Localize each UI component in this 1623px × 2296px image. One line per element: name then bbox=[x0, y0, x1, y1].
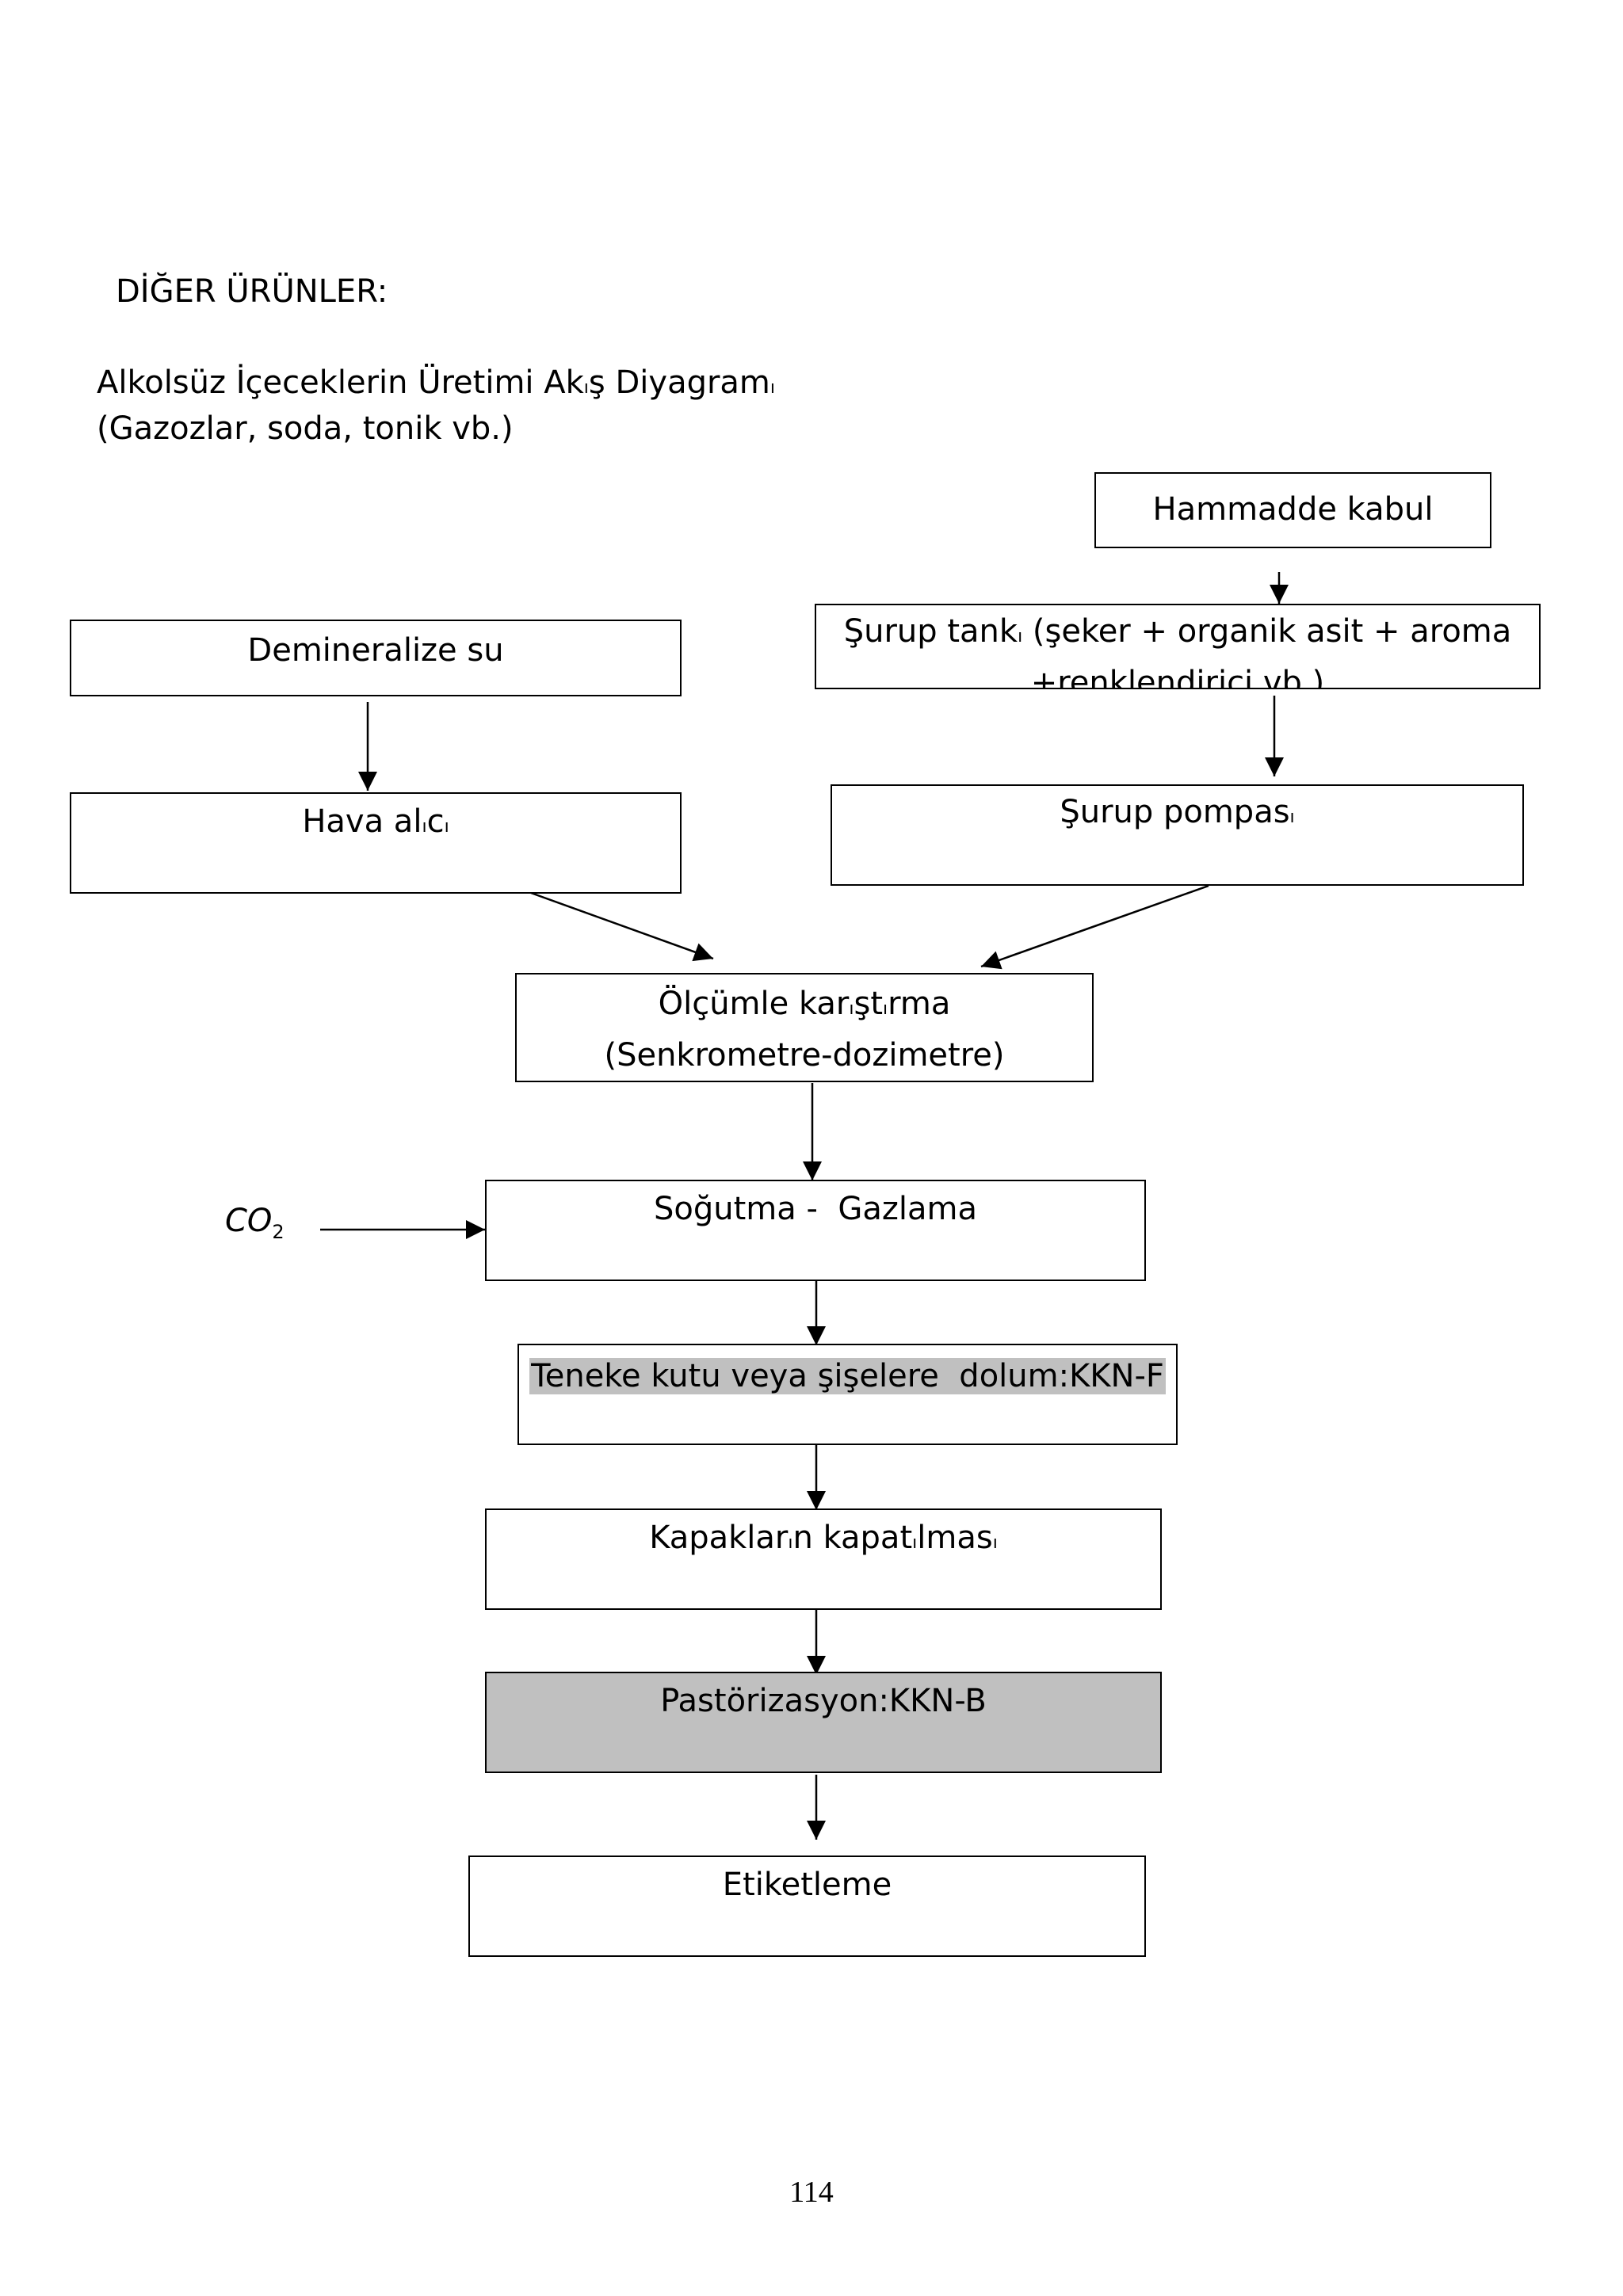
node-hava-alici: Hava alıcı bbox=[70, 792, 682, 894]
node-label-part: Şurup pompas bbox=[1060, 794, 1290, 830]
node-dolum: Teneke kutu veya şişelere dolum:KKN-F bbox=[517, 1344, 1178, 1445]
node-label-line2: +renklendirici vb.) bbox=[1030, 665, 1325, 689]
arrow-pompa-to-olcumle bbox=[980, 884, 1209, 970]
diagram-title: Alkolsüz İçeceklerin Üretimi Akış Diyagr… bbox=[97, 360, 775, 405]
arrow-hava-to-olcumle bbox=[530, 891, 714, 962]
node-label-part: Kapaklar bbox=[649, 1520, 789, 1556]
diagram-title-small-glyph: ı bbox=[583, 378, 589, 398]
node-label-part: lmas bbox=[917, 1520, 993, 1556]
node-label-small-glyph: ı bbox=[849, 999, 854, 1019]
node-label-highlight: Teneke kutu veya şişelere dolum:KKN-F bbox=[529, 1358, 1166, 1394]
co2-base: CO bbox=[225, 1203, 273, 1239]
node-label: Etiketleme bbox=[722, 1867, 892, 1903]
node-label-part: Şurup tank bbox=[843, 613, 1018, 650]
node-label-small-glyph: ı bbox=[992, 1533, 998, 1553]
node-label-small-glyph: ı bbox=[1018, 627, 1023, 646]
node-label-small-glyph: ı bbox=[912, 1533, 918, 1553]
node-label-part: şt bbox=[854, 986, 884, 1022]
node-label-small-glyph: ı bbox=[788, 1533, 793, 1553]
diagram-subtitle: (Gazozlar, soda, tonik vb.) bbox=[97, 410, 514, 447]
page-number: 114 bbox=[789, 2176, 834, 2209]
node-label-part: n kapat bbox=[792, 1520, 913, 1556]
node-pastorizasyon: Pastörizasyon:KKN-B bbox=[485, 1672, 1162, 1773]
node-label-part: Hava al bbox=[302, 803, 422, 840]
node-label: Hava alıcı bbox=[71, 799, 680, 850]
node-label: Teneke kutu veya şişelere dolum:KKN-F bbox=[519, 1353, 1176, 1399]
node-label: Demineralize su bbox=[247, 632, 504, 669]
node-label: Soğutma - Gazlama bbox=[654, 1191, 977, 1227]
node-label-line2: (Senkrometre-dozimetre) bbox=[604, 1037, 1005, 1074]
node-label-part: c bbox=[426, 803, 445, 840]
node-label-part: (şeker + organik asit + aroma bbox=[1022, 613, 1512, 650]
node-label-small-glyph: ı bbox=[444, 817, 449, 837]
node-demineralize-su: Demineralize su bbox=[70, 620, 682, 696]
diagram-title-small-glyph: ı bbox=[769, 378, 776, 398]
node-label: Pastörizasyon:KKN-B bbox=[660, 1683, 987, 1719]
node-label-part: rma bbox=[888, 986, 951, 1022]
section-title: DİĞER ÜRÜNLER: bbox=[116, 273, 388, 310]
node-label: Ölçümle karıştırma bbox=[517, 981, 1092, 1032]
node-olcumle-karistirma: Ölçümle karıştırma (Senkrometre-dozimetr… bbox=[515, 973, 1094, 1082]
node-label: Şurup pompası bbox=[832, 789, 1522, 841]
node-label-small-glyph: ı bbox=[422, 817, 427, 837]
node-etiketleme: Etiketleme bbox=[468, 1855, 1146, 1957]
node-label: Hammadde kabul bbox=[1152, 491, 1434, 528]
diagram-title-part: ş Diyagram bbox=[588, 364, 770, 401]
node-sogutma-gazlama: Soğutma - Gazlama bbox=[485, 1180, 1146, 1281]
node-hammadde-kabul: Hammadde kabul bbox=[1094, 472, 1491, 548]
node-label: Şurup tankı (şeker + organik asit + arom… bbox=[816, 608, 1539, 660]
co2-subscript: 2 bbox=[272, 1221, 285, 1243]
node-label-part: Ölçümle kar bbox=[658, 986, 850, 1022]
node-label-small-glyph: ı bbox=[1289, 807, 1295, 827]
diagram-title-part: Alkolsüz İçeceklerin Üretimi Ak bbox=[97, 364, 584, 401]
co2-label: CO2 bbox=[225, 1203, 285, 1243]
node-surup-tanki: Şurup tankı (şeker + organik asit + arom… bbox=[815, 604, 1541, 689]
node-label: Kapakların kapatılması bbox=[487, 1515, 1160, 1566]
node-kapaklarin-kapatilmasi: Kapakların kapatılması bbox=[485, 1508, 1162, 1610]
node-label-small-glyph: ı bbox=[883, 999, 888, 1019]
node-surup-pompasi: Şurup pompası bbox=[831, 784, 1524, 886]
